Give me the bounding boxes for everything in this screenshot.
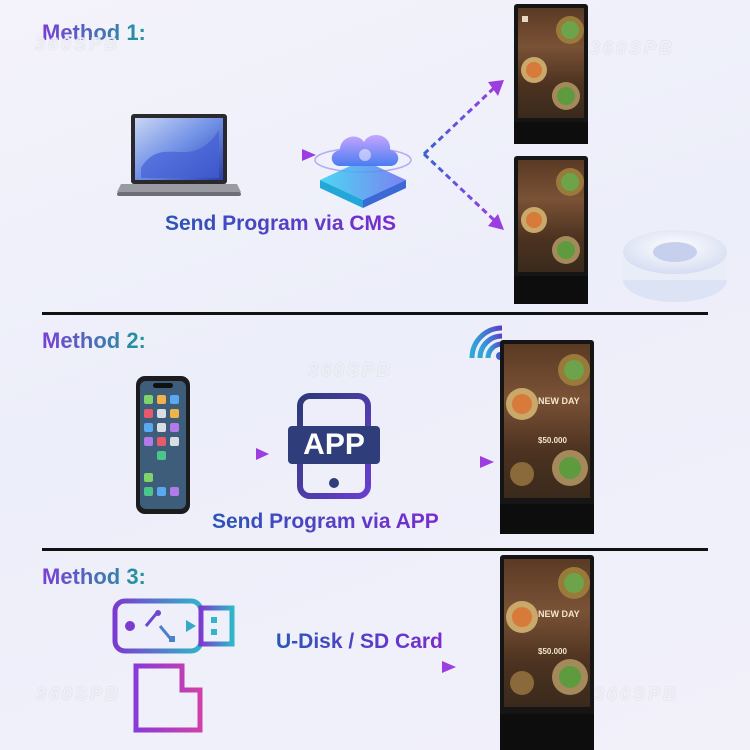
kiosk-screen xyxy=(518,160,584,272)
usb-drive-icon xyxy=(112,598,236,654)
method-3-title: Method 3: xyxy=(42,564,146,589)
divider xyxy=(42,548,708,551)
screen-heading: NEW DAY xyxy=(538,609,580,619)
watermark: 360SPB xyxy=(35,34,121,54)
kiosk-screen xyxy=(518,8,584,118)
screen-price: $50.000 xyxy=(538,436,567,445)
watermark: 360SPB xyxy=(590,38,676,58)
watermark: 360SPB xyxy=(594,684,680,704)
router-icon xyxy=(620,222,730,308)
arrow-icon xyxy=(386,455,496,469)
display-kiosk: NEW DAY $50.000 xyxy=(500,340,594,534)
sd-card-icon xyxy=(132,662,204,734)
arrow-icon xyxy=(420,76,510,236)
arrow-icon xyxy=(272,660,458,674)
method-3-caption: U-Disk / SD Card xyxy=(276,630,443,653)
kiosk-screen: NEW DAY $50.000 xyxy=(504,344,590,498)
display-kiosk: NEW DAY $50.000 xyxy=(500,555,594,750)
app-label: APP xyxy=(303,428,365,461)
watermark: 360SPB xyxy=(308,360,394,380)
screen-heading: NEW DAY xyxy=(538,396,580,406)
app-icon: APP xyxy=(286,392,382,500)
smartphone-icon xyxy=(135,375,191,515)
cloud-icon xyxy=(312,108,414,210)
method-1-caption: Send Program via CMS xyxy=(165,212,397,235)
screen-price: $50.000 xyxy=(538,647,567,656)
arrow-icon xyxy=(192,447,270,461)
method-2-caption: Send Program via APP xyxy=(212,510,439,533)
display-kiosk xyxy=(514,4,588,144)
method-2-title: Method 2: xyxy=(42,328,146,353)
divider xyxy=(42,312,708,315)
method-1-title: Method 1: xyxy=(42,20,146,45)
laptop-icon xyxy=(115,112,241,202)
display-kiosk xyxy=(514,156,588,304)
watermark: 360SPB xyxy=(36,684,122,704)
kiosk-screen: NEW DAY $50.000 xyxy=(504,559,590,707)
arrow-icon xyxy=(232,148,317,162)
